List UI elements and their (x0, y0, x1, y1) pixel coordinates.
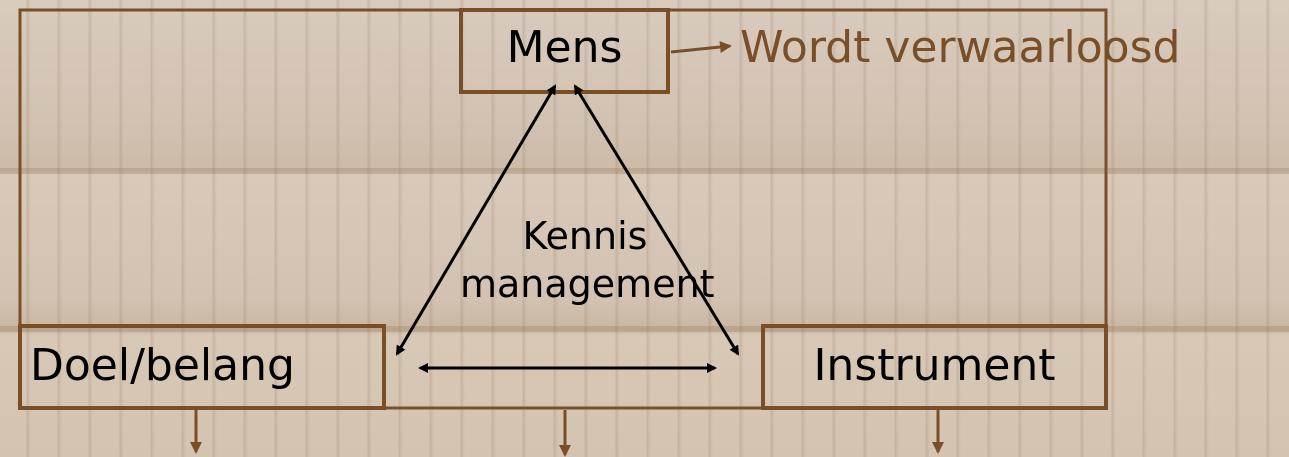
arrow-mens-note (670, 41, 732, 54)
doel-box (18, 324, 386, 410)
center-label-line1: Kennis (522, 214, 648, 258)
center-label-line2: management (460, 262, 715, 306)
note-text: Wordt verwaarloosd (740, 22, 1181, 73)
arrow-mens-doel (395, 84, 557, 356)
doel-label: Doel/belang (30, 340, 295, 391)
mens-box (459, 8, 670, 94)
instrument-box (761, 324, 1108, 410)
arrow-mens-instrument (573, 84, 740, 356)
mens-label: Mens (506, 22, 623, 73)
instrument-label: Instrument (813, 340, 1056, 391)
center-label: Kennis management (460, 212, 715, 308)
